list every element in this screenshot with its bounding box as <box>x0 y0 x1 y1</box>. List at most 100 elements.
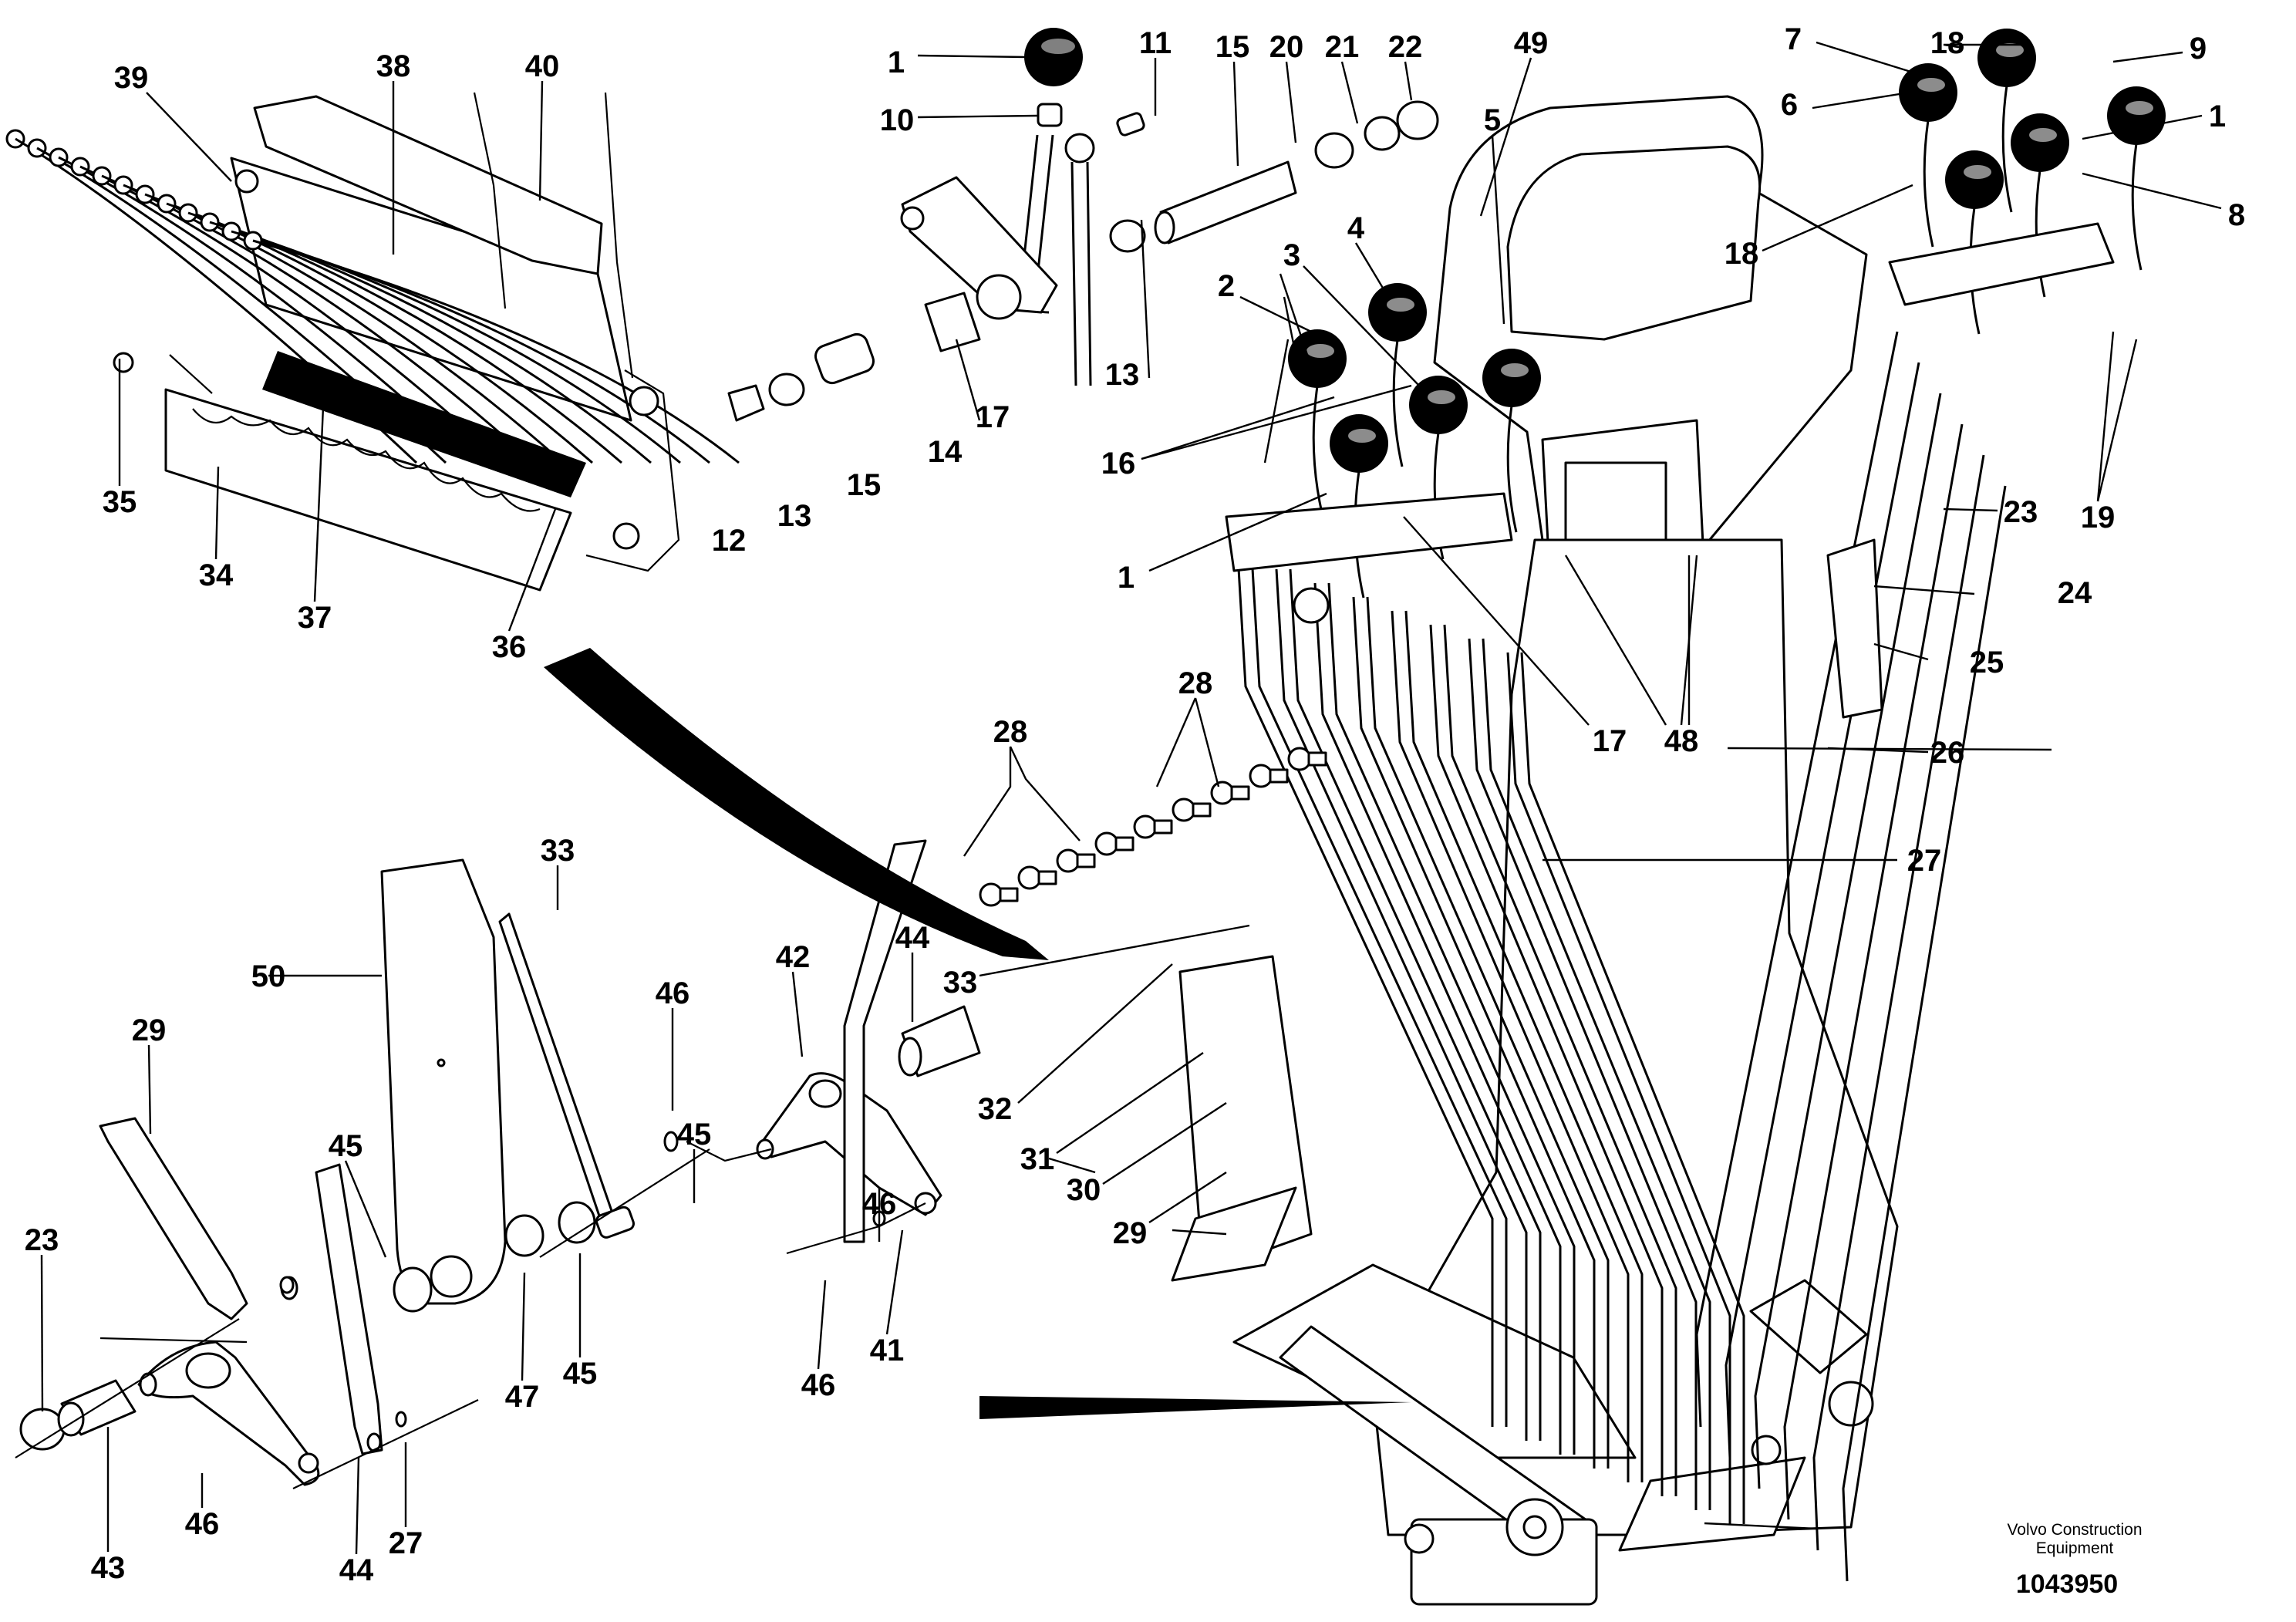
knob-highlight <box>2029 128 2057 142</box>
lever-knob <box>1288 329 1347 388</box>
knob-highlight <box>1306 344 1334 358</box>
callout-number: 47 <box>505 1380 540 1414</box>
callout-number: 45 <box>677 1118 712 1152</box>
callout-number: 39 <box>114 61 149 95</box>
leader-line <box>2082 114 2203 140</box>
leader-line <box>1943 508 1998 512</box>
control-rod <box>1783 423 1964 1520</box>
leader-line <box>1263 339 1290 464</box>
leader-line <box>1479 57 1532 217</box>
leader-line <box>1056 1052 1204 1154</box>
leader-line <box>1102 1101 1227 1185</box>
leader-line <box>2082 172 2222 210</box>
lever-knobs <box>1288 29 2166 599</box>
callout-number: 44 <box>339 1553 374 1587</box>
control-rod <box>1520 652 1745 1524</box>
document-number: 1043950 <box>2016 1570 2118 1599</box>
leader-line <box>1873 585 1975 595</box>
callout-number: 28 <box>1178 666 1213 700</box>
control-rod <box>1842 485 2007 1582</box>
leader-line <box>1873 642 1929 661</box>
lever-knob <box>1330 414 1388 473</box>
leader-line <box>885 1229 904 1335</box>
control-rod <box>1468 638 1698 1510</box>
leader-line <box>1172 1229 1227 1236</box>
leader-line <box>1816 41 1929 79</box>
control-rod <box>1366 596 1610 1469</box>
callout-number: 17 <box>976 400 1010 434</box>
callout-number: 32 <box>978 1092 1013 1126</box>
lever-joint-parts <box>727 28 1439 422</box>
ball-joint-socket <box>1076 853 1096 868</box>
lever-rod <box>58 156 477 464</box>
control-rod <box>1506 652 1731 1524</box>
lever-stem <box>1923 120 1934 248</box>
control-rod <box>1289 568 1542 1441</box>
control-rod <box>1812 454 1985 1551</box>
lever-knob <box>1977 29 2036 87</box>
callout-number: 25 <box>1970 646 2004 679</box>
ball-joint-socket <box>1269 768 1289 784</box>
control-rods <box>1236 555 1745 1524</box>
callout-number: 42 <box>776 940 811 974</box>
callout-number: 29 <box>132 1013 167 1047</box>
leader-line <box>2096 339 2138 502</box>
leader-line <box>2096 331 2115 502</box>
knob-highlight <box>1428 390 1455 404</box>
linkage-exploded-parts <box>15 839 981 1489</box>
callout-number: 1 <box>888 46 905 79</box>
leader-line <box>147 1044 152 1135</box>
callout-number: 13 <box>777 499 812 533</box>
callout-number: 50 <box>251 959 286 993</box>
callout-number: 27 <box>1907 844 1942 878</box>
leader-line <box>1727 747 2052 751</box>
leader-line <box>917 114 1038 119</box>
callout-number: 33 <box>541 834 575 868</box>
lever-stem <box>1312 386 1323 514</box>
lever-knob <box>2107 86 2166 145</box>
ball-joint <box>979 882 1003 907</box>
lever-rods <box>5 129 740 464</box>
control-rod <box>1443 624 1677 1496</box>
leader-line <box>1009 746 1081 841</box>
callout-number: 13 <box>1105 358 1140 392</box>
callout-number: 37 <box>298 601 332 635</box>
control-rod <box>1313 582 1562 1455</box>
callout-number: 2 <box>1218 269 1235 303</box>
leader-line <box>791 971 804 1057</box>
ball-joint <box>1249 764 1273 788</box>
callout-number: 29 <box>1113 1216 1148 1250</box>
leader-line <box>344 1160 387 1258</box>
callout-number: 3 <box>1283 238 1300 272</box>
leader-line <box>1017 963 1173 1104</box>
leader-line <box>1141 396 1335 460</box>
leader-line <box>1762 184 1913 252</box>
leader-line <box>1704 1522 1817 1530</box>
lever-rod <box>252 239 740 464</box>
control-rod <box>1429 624 1664 1496</box>
callout-number: 18 <box>1930 26 1965 60</box>
leader-line <box>1279 273 1313 367</box>
control-rod <box>1250 555 1508 1427</box>
callout-number: 16 <box>1101 447 1136 481</box>
knob-highlight <box>1964 165 1991 179</box>
knob-highlight <box>1501 363 1529 377</box>
callout-number: 48 <box>1664 724 1699 758</box>
lever-knob <box>1368 283 1427 342</box>
publisher-line1: Volvo Construction <box>2007 1521 2142 1539</box>
leader-line <box>1404 61 1413 101</box>
lever-stem <box>1506 405 1518 533</box>
ball-joints <box>979 747 1327 907</box>
lever-knob <box>1945 150 2004 209</box>
leader-line <box>313 389 325 602</box>
callout-number: 38 <box>376 49 411 83</box>
leader-line <box>1239 295 1312 333</box>
leader-line <box>1340 61 1359 124</box>
callout-number: 14 <box>928 435 963 469</box>
lever-rod <box>36 147 447 464</box>
knob-highlight <box>1387 298 1414 312</box>
callout-number: 46 <box>185 1507 220 1541</box>
leader-line <box>507 508 557 632</box>
